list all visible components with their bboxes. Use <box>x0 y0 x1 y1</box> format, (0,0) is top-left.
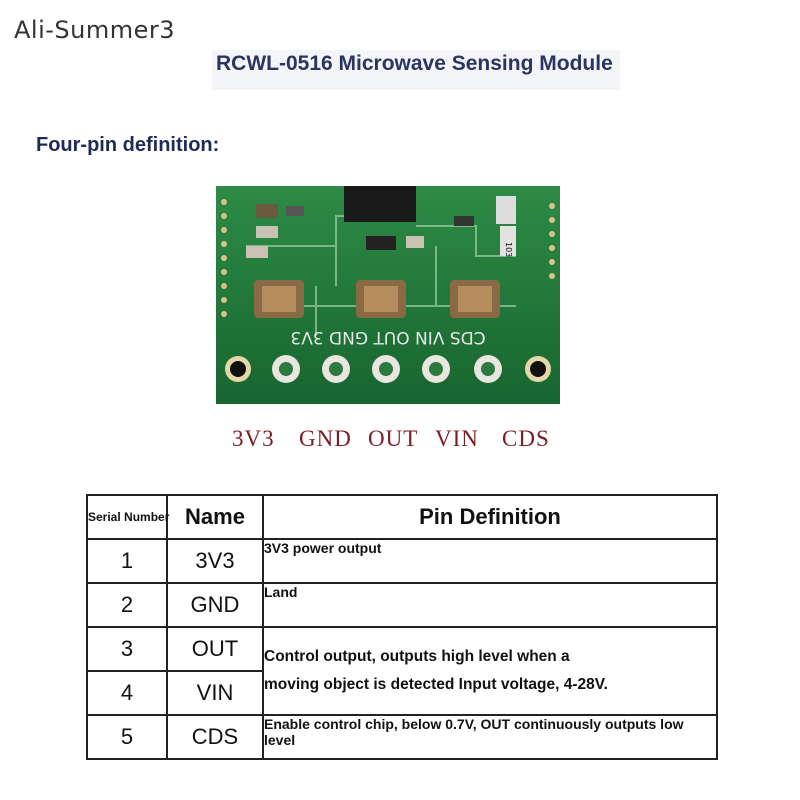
chip-marking: 103 <box>504 242 513 257</box>
table-row: 2 GND Land <box>86 582 718 628</box>
silkscreen-text: CDS VIN OUT GND 3V3 <box>290 327 485 347</box>
row-definition: 3V3 power output <box>262 538 718 584</box>
ic-chip <box>344 186 416 222</box>
section-heading: Four-pin definition: <box>36 134 220 156</box>
capacitors <box>254 280 500 318</box>
table-row: 3 OUT Control output, outputs high level… <box>86 626 718 716</box>
watermark-text: Ali-Summer3 <box>14 16 176 44</box>
row-name: CDS <box>166 714 264 760</box>
table-header-row: Serial Number Name Pin Definition <box>86 494 718 540</box>
merged-definition-line2: moving object is detected Input voltage,… <box>264 676 608 693</box>
pin-label-3v3: 3V3 <box>232 426 275 451</box>
merged-definition: Control output, outputs high level when … <box>262 626 718 716</box>
row-number: 2 <box>86 582 168 628</box>
smd-components <box>246 196 516 258</box>
row-name: GND <box>166 582 264 628</box>
pin-label-vin: VIN <box>435 426 479 451</box>
header-serial-number: Serial Number <box>86 494 169 540</box>
row-name: 3V3 <box>166 538 264 584</box>
merged-definition-line1: Control output, outputs high level when … <box>264 648 570 665</box>
row-name: VIN <box>166 670 264 716</box>
pin-label-out: OUT <box>368 426 419 451</box>
pin-label-cds: CDS <box>502 426 550 451</box>
row-number: 3 <box>86 626 168 672</box>
table-row: 1 3V3 3V3 power output <box>86 538 718 584</box>
row-number: 5 <box>86 714 168 760</box>
table-row: 4 VIN <box>86 670 717 716</box>
header-name: Name <box>166 494 264 540</box>
row-name: OUT <box>166 626 264 672</box>
pin-holes <box>225 355 551 383</box>
page-title: RCWL-0516 Microwave Sensing Module <box>212 50 620 90</box>
edge-vias <box>221 199 555 317</box>
pin-label-gnd: GND <box>299 426 352 451</box>
row-number: 4 <box>86 670 168 716</box>
row-number: 1 <box>86 538 168 584</box>
row-definition: Enable control chip, below 0.7V, OUT con… <box>262 714 718 760</box>
pin-label-row: 3V3 GND OUT VIN CDS <box>0 426 800 458</box>
header-pin-definition: Pin Definition <box>262 494 718 540</box>
module-board-image: 103 CDS VIN OUT GND 3V3 <box>216 186 560 404</box>
pin-definition-table: Serial Number Name Pin Definition 1 3V3 … <box>86 494 718 760</box>
table-row: 5 CDS Enable control chip, below 0.7V, O… <box>86 714 718 760</box>
row-definition: Land <box>262 582 718 628</box>
